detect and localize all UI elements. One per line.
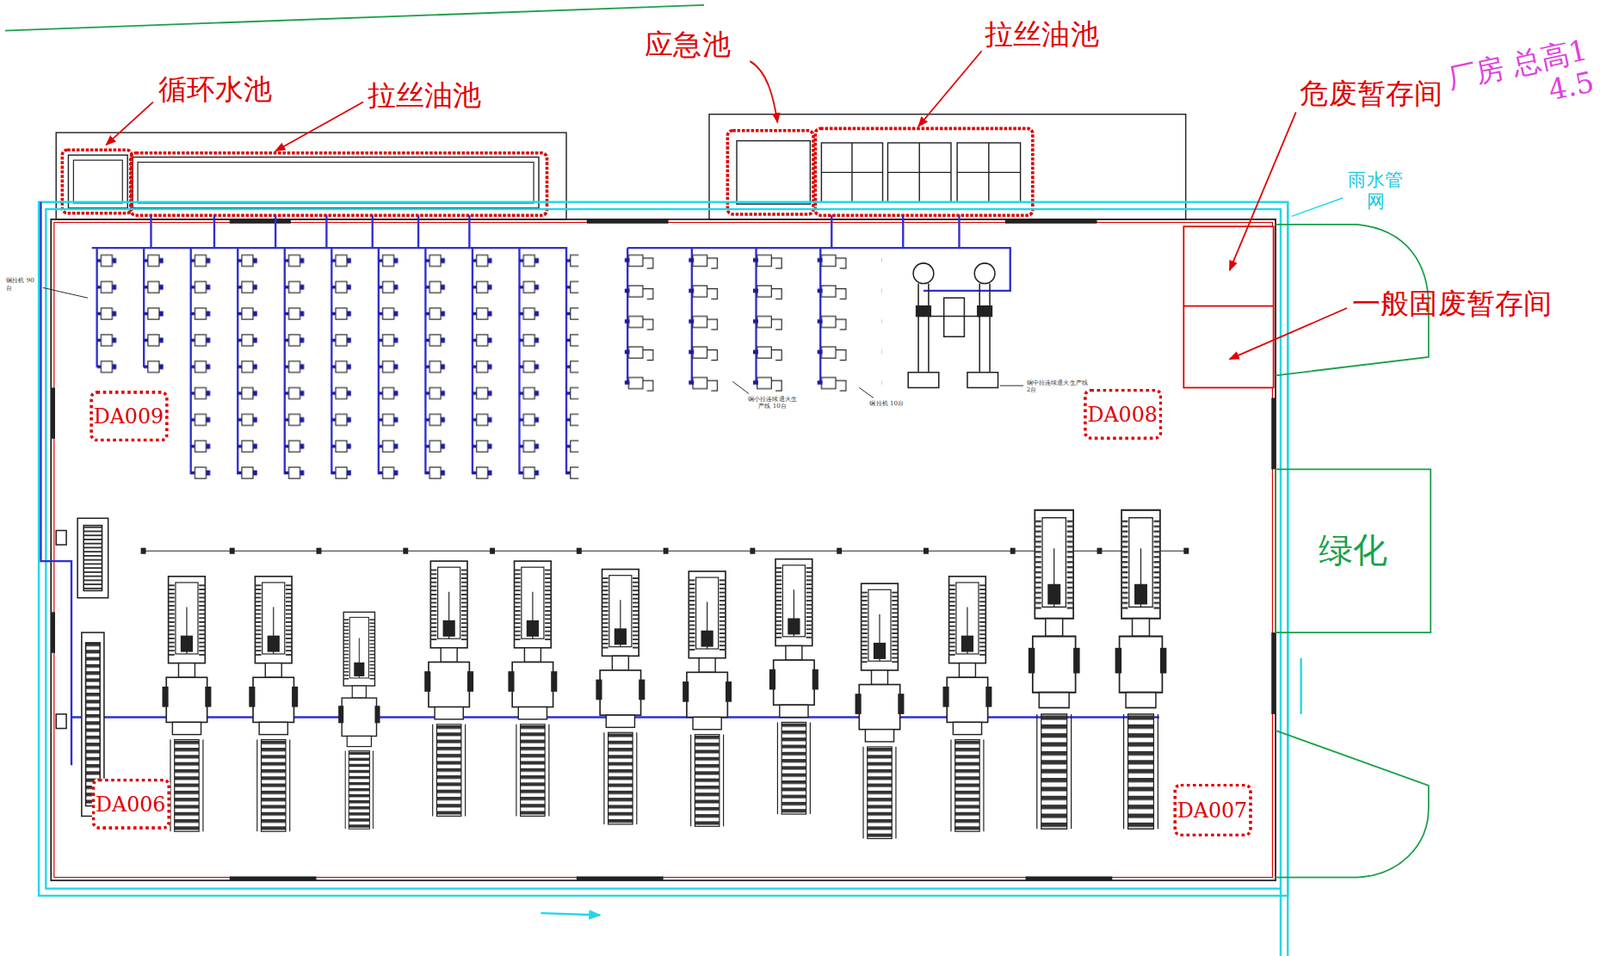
machine-note: 铜小拉连续退火生产线 10台	[747, 395, 798, 410]
rain-pipe-label: 雨水管 网	[1345, 169, 1407, 212]
area-name: 绿化	[1318, 527, 1389, 575]
callout-label: 循环水池	[158, 73, 273, 106]
outlet-code: DA009	[93, 403, 164, 428]
callout-label: 拉丝油池	[984, 18, 1100, 51]
green-area: 绿化	[1276, 470, 1430, 632]
machine-note: 铜拉机 90台	[6, 277, 39, 291]
building-height-note: 厂房 总高14.5	[1435, 34, 1598, 130]
outlet-code: DA006	[95, 791, 166, 816]
callout-label: 危废暂存间	[1299, 77, 1443, 111]
outlet-code: DA007	[1177, 797, 1248, 822]
emission-outlet-box: DA006	[91, 778, 170, 830]
callout-label: 拉丝油池	[367, 79, 482, 112]
emission-outlet-box: DA009	[89, 390, 168, 442]
callout-label: 一般固废暂存间	[1352, 287, 1552, 321]
machine-note: 铜中拉连续退火生产线 2台	[1026, 379, 1091, 394]
outlet-code: DA008	[1087, 401, 1157, 427]
machine-note: 铜拉机 10台	[869, 400, 904, 408]
emission-outlet-box: DA007	[1173, 784, 1252, 838]
callout-label: 应急池	[644, 28, 731, 62]
emission-outlet-box: DA008	[1083, 389, 1162, 440]
